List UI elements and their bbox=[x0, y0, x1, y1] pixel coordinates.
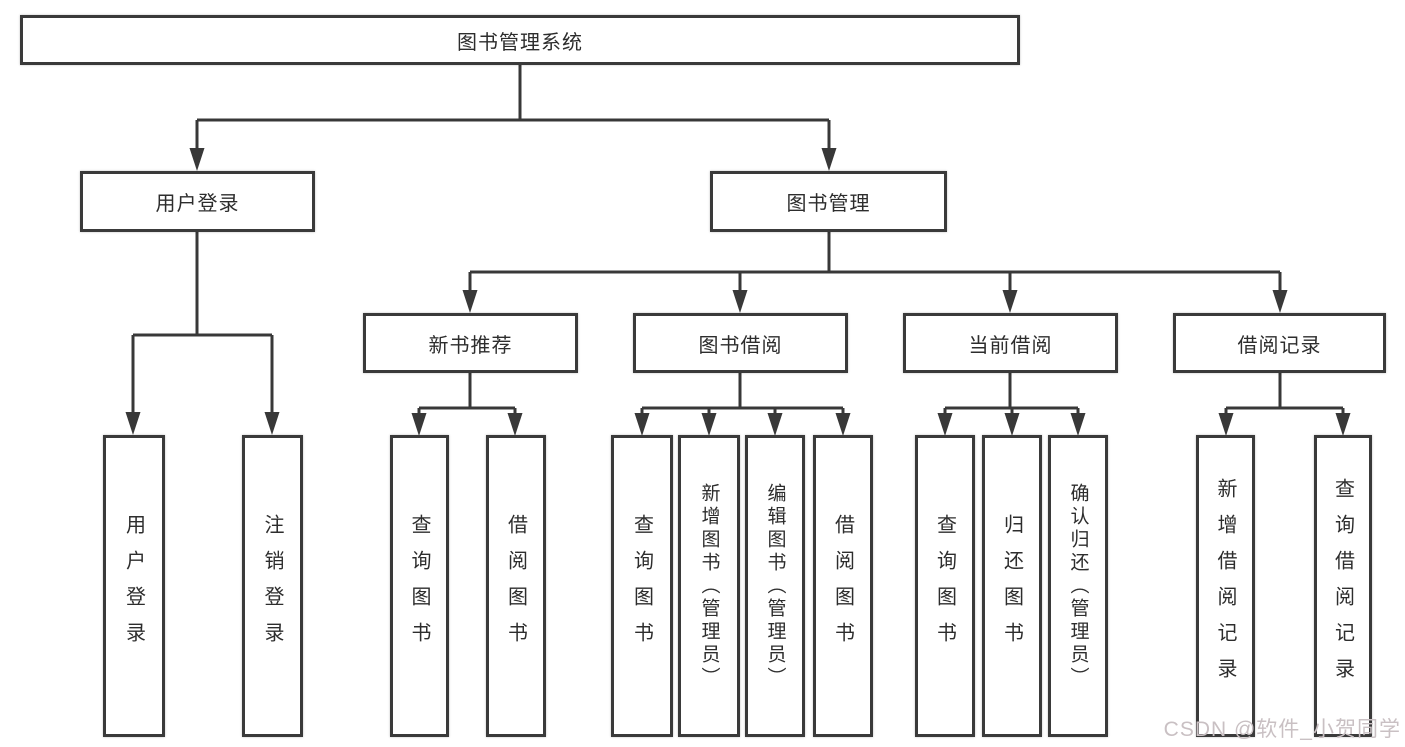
leaf-return-books: 归还图书 bbox=[982, 435, 1042, 737]
leaf-add-book-admin: 新增图书（管理员） bbox=[678, 435, 740, 737]
leaf-add-borrow-record: 新增借阅记录 bbox=[1196, 435, 1255, 737]
leaf-query-books-borrow: 查询图书 bbox=[611, 435, 673, 737]
leaf-borrow-books: 借阅图书 bbox=[813, 435, 873, 737]
leaf-user-login: 用户登录 bbox=[103, 435, 165, 737]
node-root: 图书管理系统 bbox=[20, 15, 1020, 65]
node-current-borrow: 当前借阅 bbox=[903, 313, 1118, 373]
node-borrow-records: 借阅记录 bbox=[1173, 313, 1386, 373]
csdn-watermark: CSDN @软件_小贺同学 bbox=[1163, 718, 1401, 741]
node-user-login: 用户登录 bbox=[80, 171, 315, 232]
leaf-query-books-current: 查询图书 bbox=[915, 435, 975, 737]
leaf-borrow-books-recommend: 借阅图书 bbox=[486, 435, 546, 737]
leaf-confirm-return-admin: 确认归还（管理员） bbox=[1048, 435, 1108, 737]
node-book-borrow: 图书借阅 bbox=[633, 313, 848, 373]
leaf-query-books-recommend: 查询图书 bbox=[390, 435, 449, 737]
leaf-logout: 注销登录 bbox=[242, 435, 303, 737]
leaf-query-borrow-record: 查询借阅记录 bbox=[1314, 435, 1372, 737]
leaf-edit-book-admin: 编辑图书（管理员） bbox=[745, 435, 805, 737]
node-book-management: 图书管理 bbox=[710, 171, 947, 232]
node-new-book-recommend: 新书推荐 bbox=[363, 313, 578, 373]
